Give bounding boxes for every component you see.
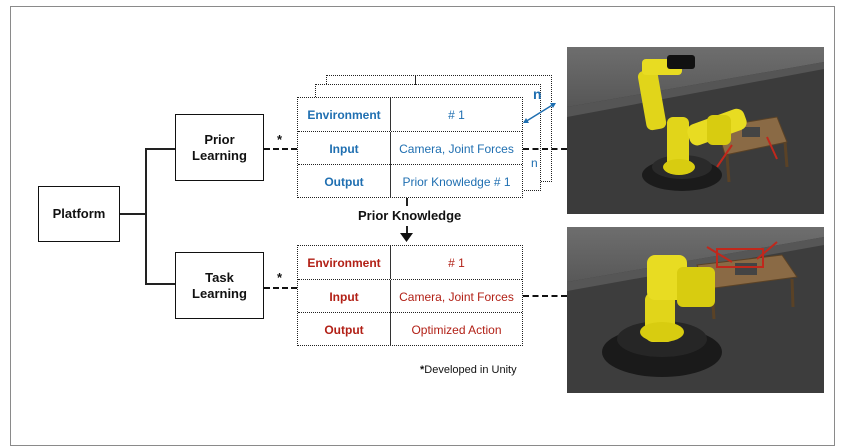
prior-output-value: Prior Knowledge # 1 bbox=[390, 165, 522, 198]
task-learning-label: Task Learning bbox=[192, 269, 247, 301]
connector-to-prior bbox=[145, 148, 175, 150]
footnote-text: Developed in Unity bbox=[424, 364, 517, 376]
task-row-output: Output Optimized Action bbox=[298, 312, 522, 346]
platform-box: Platform bbox=[38, 186, 120, 242]
prior-input-value: Camera, Joint Forces bbox=[390, 132, 522, 165]
prior-robot-render bbox=[567, 47, 824, 214]
prior-dashed-link bbox=[264, 148, 297, 150]
task-dashed-link bbox=[264, 287, 297, 289]
connector-vertical bbox=[145, 148, 147, 284]
connector-to-task bbox=[145, 283, 175, 285]
task-to-image-link bbox=[523, 295, 567, 297]
task-input-label: Input bbox=[329, 289, 359, 304]
prior-row-input: Input Camera, Joint Forces bbox=[298, 131, 522, 165]
platform-label: Platform bbox=[52, 206, 106, 221]
prior-knowledge-line-top bbox=[406, 198, 408, 206]
prior-row-output: Output Prior Knowledge # 1 bbox=[298, 164, 522, 198]
task-row-input: Input Camera, Joint Forces bbox=[298, 279, 522, 313]
task-environment-value: # 1 bbox=[390, 246, 522, 279]
task-row-environment: Environment # 1 bbox=[298, 246, 522, 279]
prior-input-label: Input bbox=[329, 141, 359, 156]
prior-table: Environment # 1 Input Camera, Joint Forc… bbox=[297, 97, 523, 198]
prior-row-environment: Environment # 1 bbox=[298, 98, 522, 131]
task-environment-label: Environment bbox=[307, 255, 381, 270]
task-output-value: Optimized Action bbox=[390, 313, 522, 346]
prior-knowledge-label: Prior Knowledge bbox=[358, 208, 462, 223]
task-table: Environment # 1 Input Camera, Joint Forc… bbox=[297, 245, 523, 346]
prior-knowledge-arrowhead bbox=[400, 233, 413, 242]
prior-knowledge-line-bottom bbox=[406, 226, 408, 235]
prior-stack-n-small: n bbox=[531, 156, 538, 170]
prior-environment-value: # 1 bbox=[390, 98, 522, 131]
prior-stack-n-big: n bbox=[533, 86, 542, 102]
prior-star: * bbox=[277, 132, 283, 147]
connector-platform-stub bbox=[120, 213, 146, 215]
prior-to-image-link bbox=[523, 148, 567, 150]
prior-stack-divider bbox=[415, 75, 416, 85]
task-robot-render bbox=[567, 227, 824, 393]
diagram: Platform Prior Learning Task Learning * … bbox=[10, 6, 835, 446]
prior-output-label: Output bbox=[324, 174, 364, 189]
task-star: * bbox=[277, 270, 283, 285]
prior-environment-label: Environment bbox=[307, 107, 381, 122]
footnote-star: * bbox=[420, 364, 425, 376]
task-output-label: Output bbox=[324, 322, 364, 337]
footnote: *Developed in Unity bbox=[420, 364, 517, 376]
task-input-value: Camera, Joint Forces bbox=[390, 280, 522, 313]
prior-learning-label: Prior Learning bbox=[192, 131, 247, 163]
prior-learning-box: Prior Learning bbox=[175, 114, 264, 181]
task-learning-box: Task Learning bbox=[175, 252, 264, 319]
prior-stack-depth-arrow bbox=[523, 103, 556, 123]
